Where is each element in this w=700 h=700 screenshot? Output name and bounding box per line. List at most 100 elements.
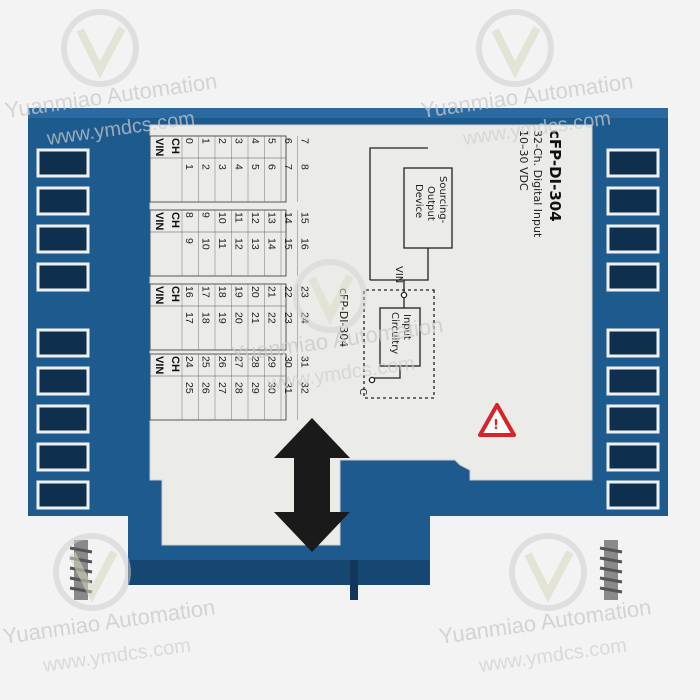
table-header-vin: VIN [153, 212, 165, 230]
table-cell-vin: 15 [282, 238, 294, 250]
table-cell-vin: 7 [282, 164, 294, 170]
table-cell-ch: 11 [233, 212, 245, 223]
insertion-arrow [274, 418, 350, 552]
table-cell-ch: 31 [299, 356, 311, 368]
table-group-box [149, 209, 287, 277]
table-cell-vin: 23 [282, 312, 294, 324]
circuit-label-2: Circuitry [389, 312, 400, 354]
table-header-ch: CH [169, 356, 181, 372]
table-cell-vin: 25 [183, 382, 195, 394]
table-cell-vin: 20 [233, 312, 245, 324]
table-cell-vin: 4 [233, 164, 245, 170]
table-header-vin: VIN [153, 286, 165, 304]
table-cell-ch: 8 [183, 212, 195, 218]
warning-icon: ! [478, 403, 516, 437]
svg-text:!: ! [493, 418, 499, 433]
watermark-logo-tl [61, 9, 139, 87]
table-cell-vin: 10 [200, 238, 212, 250]
table-cell-vin: 6 [266, 164, 278, 170]
model-description: 32-Ch. Digital Input [531, 130, 544, 238]
watermark-logo-br [509, 533, 587, 611]
table-cell-ch: 15 [299, 212, 311, 224]
table-cell-ch: 5 [266, 138, 278, 144]
table-cell-vin: 18 [200, 312, 212, 324]
table-cell-ch: 4 [249, 138, 261, 144]
circuit-label-1: Input [401, 314, 412, 340]
source-label-1: Sourcing- [437, 176, 448, 224]
table-cell-ch: 28 [249, 356, 261, 368]
table-cell-ch: 3 [233, 138, 245, 144]
model-voltage: 10–30 VDC [517, 130, 530, 191]
table-cell-vin: 2 [200, 164, 212, 170]
table-cell-vin: 32 [299, 382, 311, 394]
table-cell-ch: 0 [183, 138, 195, 144]
watermark-logo-center [293, 259, 367, 333]
table-cell-vin: 27 [216, 382, 228, 394]
table-cell-ch: 13 [266, 212, 278, 224]
table-cell-ch: 22 [282, 286, 294, 298]
table-group-box [149, 135, 287, 203]
table-cell-ch: 26 [216, 356, 228, 368]
table-cell-vin: 1 [183, 164, 195, 170]
right-mounting-screw [599, 540, 623, 600]
table-cell-vin: 26 [200, 382, 212, 394]
table-cell-vin: 22 [266, 312, 278, 324]
table-cell-ch: 17 [200, 286, 212, 298]
table-cell-vin: 12 [233, 238, 245, 250]
wiring-schematic [363, 147, 453, 399]
side-model-label: cFP-DI-304 [337, 288, 350, 347]
model-title: cFP-DI-304 [546, 130, 564, 222]
source-label-2: Output [425, 186, 436, 221]
left-vents [36, 148, 90, 510]
table-header-ch: CH [169, 138, 181, 154]
table-cell-ch: 1 [200, 138, 212, 144]
source-label-3: Device [413, 184, 424, 218]
table-cell-ch: 30 [282, 356, 294, 368]
vin-label: VIN [393, 266, 404, 283]
table-cell-vin: 5 [249, 164, 261, 170]
table-cell-vin: 16 [299, 238, 311, 250]
watermark-logo-tr [476, 9, 554, 87]
table-cell-vin: 30 [266, 382, 278, 394]
table-cell-vin: 29 [249, 382, 261, 394]
table-group-box [149, 353, 287, 421]
table-cell-vin: 3 [216, 164, 228, 170]
table-header-vin: VIN [153, 138, 165, 156]
table-header-ch: CH [169, 212, 181, 228]
table-cell-vin: 17 [183, 312, 195, 324]
table-cell-ch: 24 [183, 356, 195, 368]
table-cell-ch: 29 [266, 356, 278, 368]
table-cell-vin: 21 [249, 312, 261, 324]
c-label: C [357, 388, 368, 395]
table-cell-ch: 7 [299, 138, 311, 144]
table-cell-vin: 24 [299, 312, 311, 324]
table-cell-vin: 9 [183, 238, 195, 244]
table-cell-ch: 12 [249, 212, 261, 224]
table-cell-ch: 6 [282, 138, 294, 144]
table-cell-vin: 14 [266, 238, 278, 250]
table-cell-ch: 18 [216, 286, 228, 298]
table-cell-vin: 8 [299, 164, 311, 170]
table-cell-ch: 23 [299, 286, 311, 298]
table-cell-vin: 28 [233, 382, 245, 394]
table-cell-vin: 13 [249, 238, 261, 250]
table-cell-vin: 31 [282, 382, 294, 394]
table-cell-vin: 11 [216, 238, 228, 249]
table-cell-ch: 27 [233, 356, 245, 368]
product-label [149, 124, 593, 546]
table-cell-ch: 25 [200, 356, 212, 368]
table-cell-vin: 19 [216, 312, 228, 324]
table-cell-ch: 2 [216, 138, 228, 144]
right-vents [606, 148, 660, 510]
table-cell-ch: 16 [183, 286, 195, 298]
watermark-logo-bl [53, 533, 131, 611]
table-header-vin: VIN [153, 356, 165, 374]
table-cell-ch: 14 [282, 212, 294, 224]
table-cell-ch: 10 [216, 212, 228, 224]
table-cell-ch: 20 [249, 286, 261, 298]
table-cell-ch: 19 [233, 286, 245, 298]
table-cell-ch: 9 [200, 212, 212, 218]
table-cell-ch: 21 [266, 286, 278, 298]
